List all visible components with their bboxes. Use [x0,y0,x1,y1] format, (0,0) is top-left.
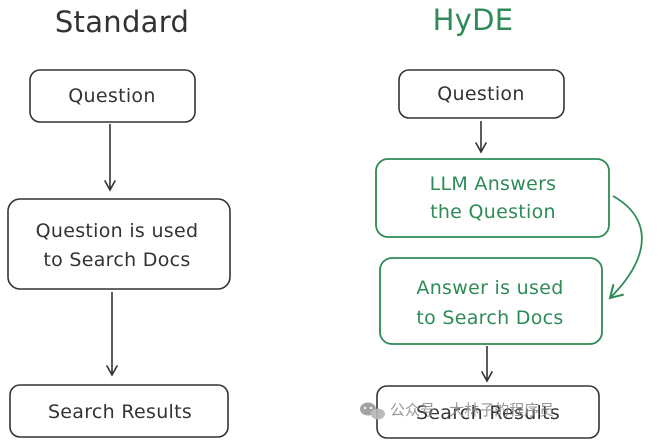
standard-search-docs-node: Question is used to Search Docs [7,198,231,290]
wechat-icon [360,402,385,420]
standard-question-label: Question [68,85,155,107]
hyde-question-label: Question [437,83,524,105]
watermark: 公众号 · 大林子的程序员 [360,401,554,420]
hyde-title: HyDE [433,3,514,37]
hyde-llm-answers-node: LLM Answers the Question [375,158,610,238]
standard-results-node: Search Results [9,384,229,438]
hyde-answer-search-docs-label-line1: Answer is used [416,277,563,299]
hyde-answer-search-docs-node: Answer is used to Search Docs [379,257,603,345]
hyde-results-label: Search Results [416,402,560,424]
hyde-llm-answers-label-line1: LLM Answers [430,173,557,195]
standard-results-label: Search Results [48,401,192,423]
standard-search-docs-label-line1: Question is used [36,220,199,242]
hyde-llm-answers-label-line2: the Question [430,201,556,223]
standard-title: Standard [55,5,189,39]
hyde-results-node: Search Results [376,385,600,439]
hyde-curved-arrow [608,195,643,300]
standard-search-docs-label-line2: to Search Docs [43,249,190,271]
hyde-question-node: Question [398,69,565,119]
hyde-answer-search-docs-label-line2: to Search Docs [416,307,563,329]
standard-question-node: Question [29,69,196,123]
watermark-text: 公众号 · 大林子的程序员 [390,401,554,419]
